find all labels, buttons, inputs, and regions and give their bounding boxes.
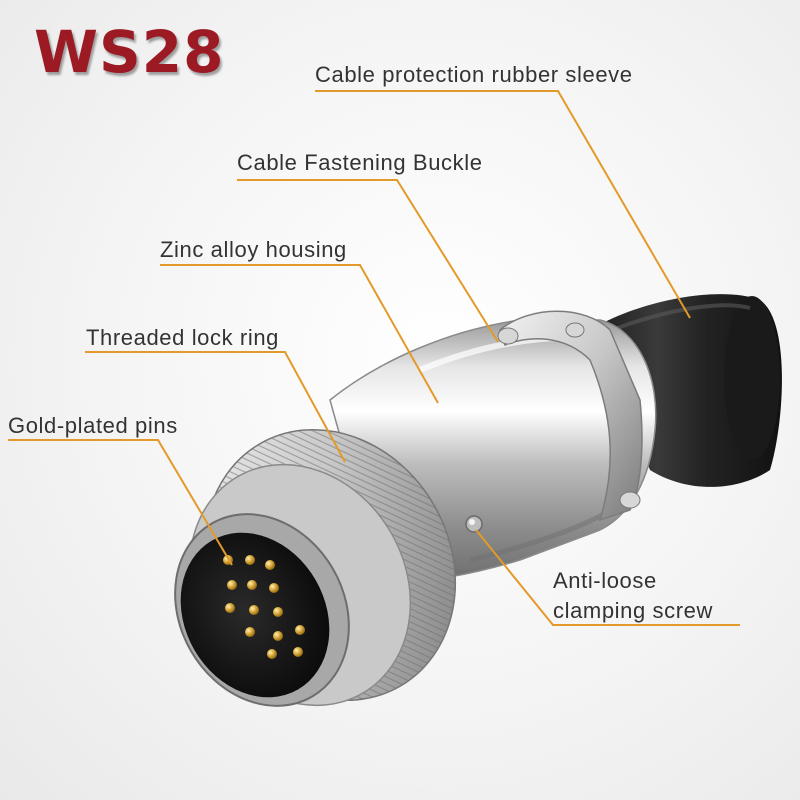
label-screw-line2: clamping screw <box>553 598 714 623</box>
label-housing: Zinc alloy housing <box>160 237 347 262</box>
gold-plated-pins <box>223 555 305 659</box>
clamping-screw-icon <box>465 515 483 533</box>
callout-line-buckle <box>237 179 499 343</box>
callout-lines <box>8 90 740 626</box>
label-screw-line1: Anti-loose <box>553 568 657 593</box>
callout-line-screw <box>475 529 740 626</box>
label-pins: Gold-plated pins <box>8 413 178 438</box>
callout-line-rubber-sleeve <box>315 90 691 319</box>
callout-line-pins <box>8 439 233 566</box>
callout-line-housing <box>160 264 439 404</box>
fastening-buckle <box>497 310 643 522</box>
product-title: WS28 <box>34 18 225 86</box>
label-lock-ring: Threaded lock ring <box>86 325 280 350</box>
label-fastening-buckle: Cable Fastening Buckle <box>237 150 483 175</box>
label-rubber-sleeve: Cable protection rubber sleeve <box>315 62 633 87</box>
plug-face <box>174 513 350 707</box>
callout-line-lock-ring <box>85 351 346 463</box>
